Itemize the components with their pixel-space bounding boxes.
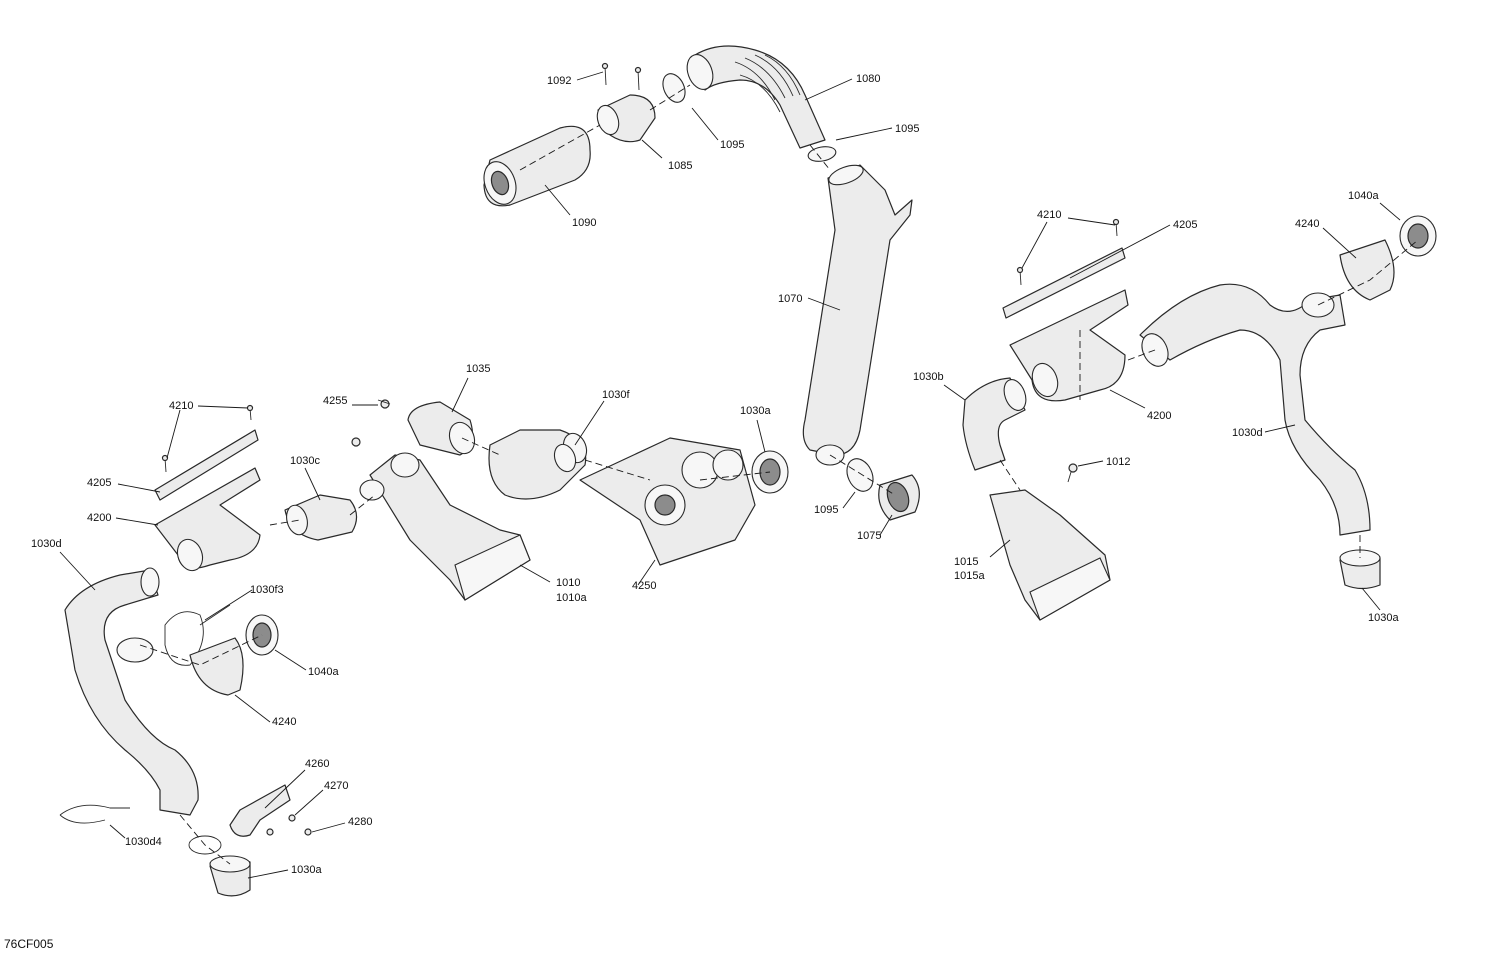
callout-1030d-left: 1030d: [31, 538, 62, 550]
callout-1070: 1070: [778, 293, 803, 305]
callout-1035: 1035: [466, 363, 491, 375]
bezel-4240-left: [189, 637, 244, 696]
callout-1080: 1080: [856, 73, 881, 85]
callout-1010a: 1010a: [556, 592, 587, 604]
vent-4200-right: [1009, 289, 1129, 402]
screws-4255: [351, 399, 391, 447]
console-4250: [579, 437, 756, 566]
callout-1095-mid: 1095: [895, 123, 920, 135]
callout-1092: 1092: [547, 75, 572, 87]
callout-1090: 1090: [572, 217, 597, 229]
clamp-1095-low: [846, 458, 874, 492]
callout-1015a: 1015a: [954, 570, 985, 582]
callout-1030a-right: 1030a: [1368, 612, 1399, 624]
callout-1010: 1010: [556, 577, 581, 589]
callout-4240-left: 4240: [272, 716, 297, 728]
vent-1040a-right: [1399, 215, 1437, 257]
callout-4200-left: 4200: [87, 512, 112, 524]
clamp-1095-upper: [662, 73, 686, 103]
intake-bellows-1080: [686, 45, 826, 149]
duct-elbow-1035: [407, 401, 476, 456]
vent-1030a-right: [1339, 549, 1381, 590]
callout-1030a-left: 1030a: [291, 864, 322, 876]
intake-tube-1070: [802, 164, 913, 466]
screw-1012: [1067, 463, 1078, 483]
ring-1030d4: [188, 835, 222, 855]
bezel-4240-right: [1339, 239, 1395, 301]
callout-4260: 4260: [305, 758, 330, 770]
callout-1030b: 1030b: [913, 371, 944, 383]
outlet-1015: [989, 489, 1111, 621]
duct-1030f: [488, 429, 588, 500]
callout-1030f3: 1030f3: [250, 584, 284, 596]
callout-4255: 4255: [323, 395, 348, 407]
callout-1085: 1085: [668, 160, 693, 172]
clamp-1095-mid: [807, 146, 837, 162]
callout-1030a-mid: 1030a: [740, 405, 771, 417]
drawing-reference-code: 76CF005: [4, 937, 54, 951]
central-housing-1010: [359, 452, 531, 601]
callout-1075: 1075: [857, 530, 882, 542]
callout-4200-right: 4200: [1147, 410, 1172, 422]
assembly-lines: [139, 84, 1419, 865]
callout-1040a-right: 1040a: [1348, 190, 1379, 202]
callout-1030d-right: 1030d: [1232, 427, 1263, 439]
callout-4210-right: 4210: [1037, 209, 1062, 221]
callout-1095-top: 1095: [720, 139, 745, 151]
bracket-4205-left: [154, 429, 259, 501]
filter-elbow-1085: [596, 94, 656, 143]
callout-4270: 4270: [324, 780, 349, 792]
air-filter-1090: [483, 125, 591, 207]
strap-1030d4: [59, 804, 130, 824]
callout-4205-left: 4205: [87, 477, 112, 489]
duct-1030b: [962, 377, 1027, 471]
callout-1095-low: 1095: [814, 504, 839, 516]
callout-1040a-left: 1040a: [308, 666, 339, 678]
callout-4240-right: 4240: [1295, 218, 1320, 230]
adapter-1075: [878, 474, 920, 521]
screws-4270-4280: [266, 814, 312, 836]
callout-4250: 4250: [632, 580, 657, 592]
callout-4205-right: 4205: [1173, 219, 1198, 231]
screws-4210-right: [1016, 218, 1120, 286]
bracket-4260: [229, 784, 291, 837]
leader-lines: [59, 71, 1401, 879]
strap-1030f3: [164, 604, 231, 666]
callout-1030c: 1030c: [290, 455, 320, 467]
callout-1015: 1015: [954, 556, 979, 568]
callout-1030d4: 1030d4: [125, 836, 162, 848]
callout-4210-left: 4210: [169, 400, 194, 412]
callout-1030f: 1030f: [602, 389, 630, 401]
callout-1012: 1012: [1106, 456, 1131, 468]
callout-4280: 4280: [348, 816, 373, 828]
duct-1030c: [284, 494, 358, 541]
vent-1030a-left: [209, 855, 251, 897]
vent-4200-left: [154, 467, 261, 572]
tube-1030d-right: [1139, 283, 1371, 536]
tube-1030d-left: [64, 567, 199, 816]
screws-1092: [601, 62, 642, 91]
